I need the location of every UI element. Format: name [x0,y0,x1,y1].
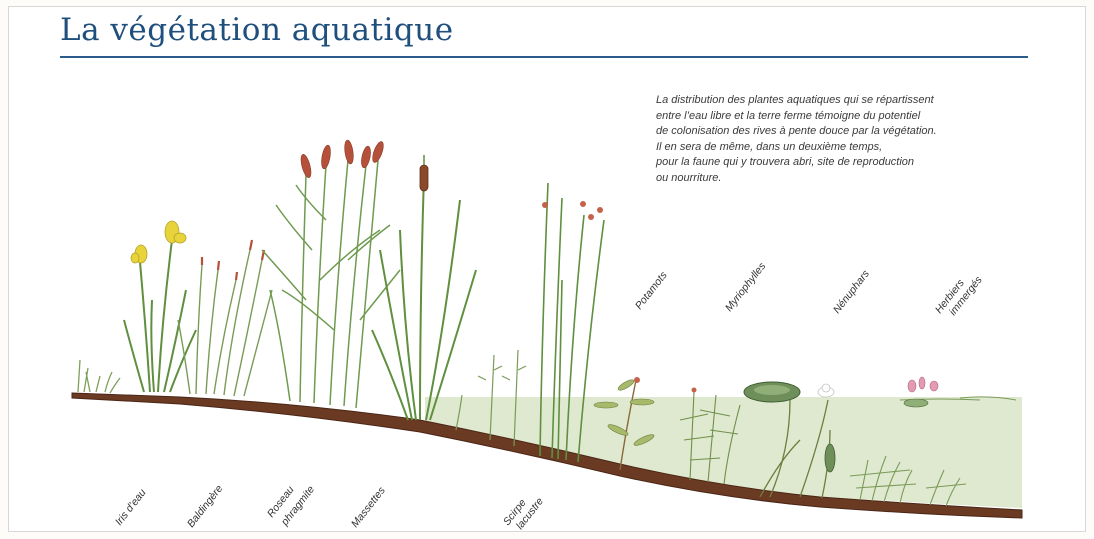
roseau-plant [262,140,400,408]
label-baldingere: Baldingère [185,483,225,530]
baldingere-plant [178,240,272,396]
water-labels: Potamots Myriophylles Nénuphars Herbiers… [633,260,985,318]
label-massettes: Massettes [349,484,388,530]
iris-plant [124,221,196,392]
ground-tufts [78,360,120,393]
shore-labels: Iris d’eau Baldingère Roseau phragmite M… [113,483,546,532]
massettes-plant [372,155,476,420]
label-iris: Iris d’eau [113,487,149,528]
label-potamots: Potamots [633,269,670,312]
label-myriophylles: Myriophylles [723,260,769,314]
label-nenuphars: Nénuphars [831,267,873,315]
